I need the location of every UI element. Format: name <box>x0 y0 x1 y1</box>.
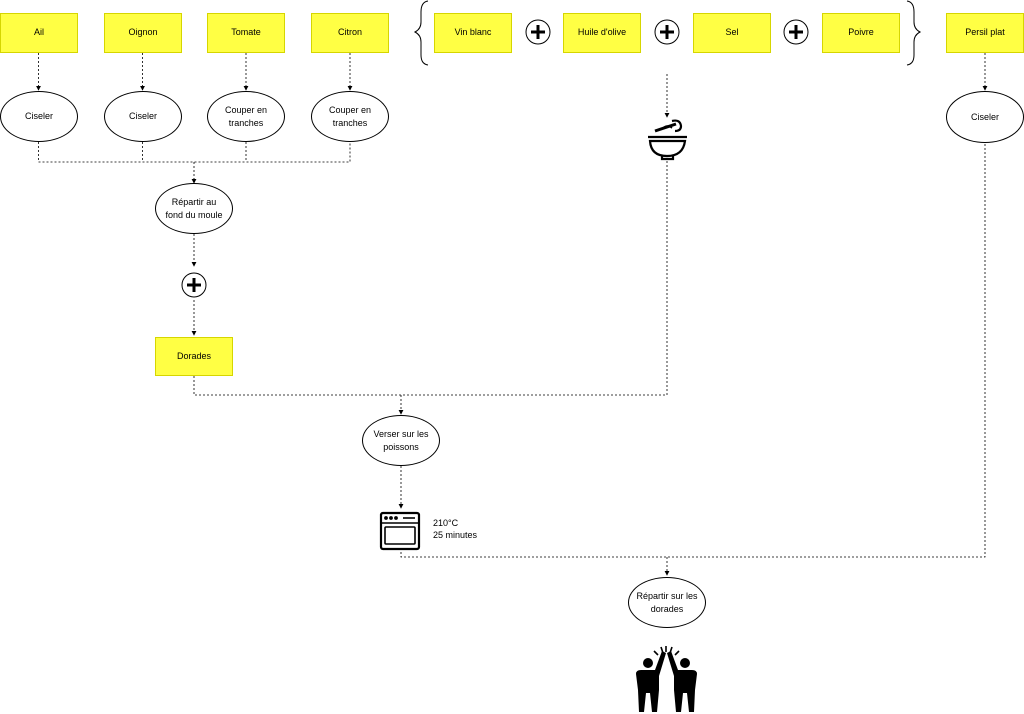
ingredient-oignon: Oignon <box>104 13 182 53</box>
step-verser-poissons: Verser sur les poissons <box>362 415 440 466</box>
step-label: Ciseler <box>128 111 157 122</box>
ingredient-label: Ail <box>33 27 44 38</box>
ingredient-label: Vin blanc <box>454 27 492 38</box>
ingredient-label: Tomate <box>231 27 261 38</box>
sauce-brace <box>413 0 429 66</box>
edge-oven-final <box>400 143 986 558</box>
oven-duration: 25 minutes <box>433 530 478 540</box>
step-label: Répartir au fond du moule <box>165 197 223 220</box>
step-couper-citron: Couper en tranches <box>311 91 389 142</box>
ingredient-vin-blanc: Vin blanc <box>434 13 512 53</box>
step-label: Ciseler <box>970 111 999 122</box>
step-repartir-moule: Répartir au fond du moule <box>155 183 233 234</box>
high-five-icon <box>636 646 697 712</box>
plus-icon <box>181 272 207 298</box>
ingredient-huile-olive: Huile d'olive <box>563 13 641 53</box>
step-ciseler-persil: Ciseler <box>946 91 1024 143</box>
ingredient-tomate: Tomate <box>207 13 285 53</box>
plus-icon <box>783 19 809 45</box>
ingredient-label: Huile d'olive <box>577 27 627 38</box>
plus-icon <box>654 19 680 45</box>
ingredient-sel: Sel <box>693 13 771 53</box>
step-ciseler-oignon: Ciseler <box>104 91 182 142</box>
ingredient-label: Poivre <box>848 27 874 38</box>
step-label: Verser sur les poissons <box>373 429 429 452</box>
step-repartir-dorades: Répartir sur les dorades <box>628 577 706 628</box>
plus-icon <box>525 19 551 45</box>
oven-temperature: 210°C <box>433 518 459 528</box>
step-ciseler-ail: Ciseler <box>0 91 78 142</box>
ingredient-label: Dorades <box>176 350 212 361</box>
step-label: Couper en tranches <box>328 105 372 128</box>
edge-dorades-verser <box>193 159 668 396</box>
oven-icon <box>379 511 421 551</box>
step-label: Ciseler <box>24 111 53 122</box>
edge-merge-moule <box>38 142 351 183</box>
ingredient-label: Citron <box>337 27 362 38</box>
ingredient-label: Persil plat <box>965 27 1005 38</box>
ingredient-dorades: Dorades <box>155 337 233 376</box>
step-label: Couper en tranches <box>224 105 268 128</box>
step-couper-tomate: Couper en tranches <box>207 91 285 142</box>
mixing-bowl-icon <box>648 119 687 161</box>
step-label: Répartir sur les dorades <box>636 591 698 614</box>
ingredient-poivre: Poivre <box>822 13 900 53</box>
ingredient-citron: Citron <box>311 13 389 53</box>
ingredient-label: Sel <box>725 27 739 38</box>
ingredient-persil: Persil plat <box>946 13 1024 53</box>
ingredient-label: Oignon <box>128 27 158 38</box>
ingredient-ail: Ail <box>0 13 78 53</box>
